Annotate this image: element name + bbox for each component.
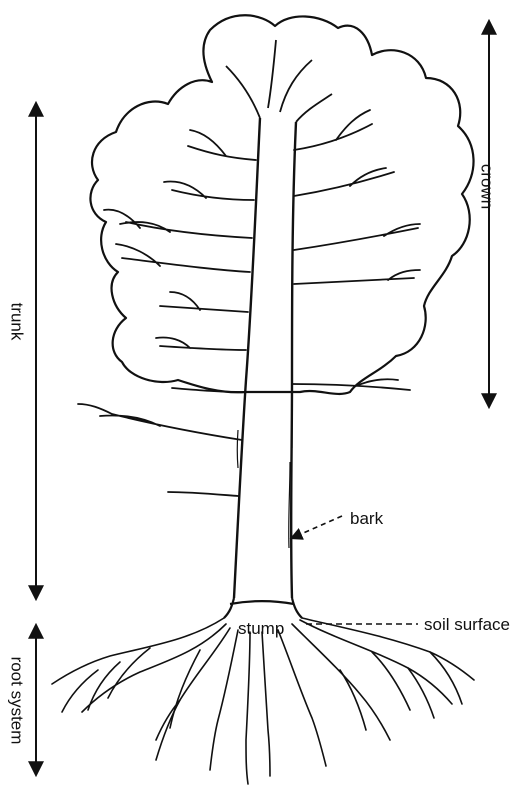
- crown-outline: [90, 15, 473, 394]
- crown-label: crown: [479, 162, 496, 212]
- root-system-label: root system: [9, 651, 26, 751]
- trunk-label: trunk: [9, 300, 26, 344]
- trunk-outline-right: [291, 122, 296, 598]
- trunk-outline-left: [234, 118, 260, 598]
- soil-surface-label: soil surface: [424, 616, 510, 633]
- root-system-drawing: [52, 618, 474, 784]
- bark-texture: [237, 404, 292, 548]
- bark-leader: [292, 516, 342, 538]
- bark-label: bark: [350, 510, 383, 527]
- stump-label: stump: [238, 620, 284, 637]
- left-branches: [78, 130, 256, 496]
- right-branches: [292, 110, 420, 390]
- stump-outline: [224, 598, 302, 618]
- trunk-top-forks: [226, 40, 332, 122]
